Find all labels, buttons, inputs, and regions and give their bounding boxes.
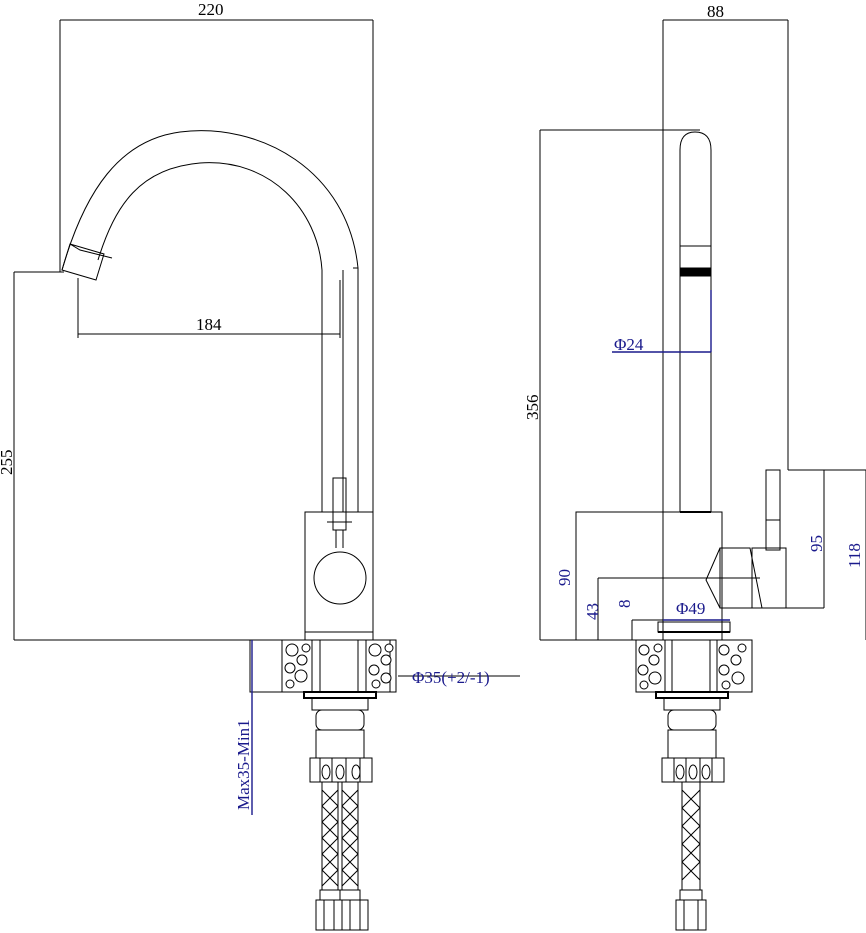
dim-handle-axis: 43 [583,603,602,620]
front-body [304,511,374,641]
front-base-ring [304,631,374,641]
front-cartridge-circle [313,551,367,605]
side-view: 88 356 Φ24 95 118 90 43 8 [523,2,866,931]
height-extension [13,271,305,641]
side-shank [664,639,718,693]
dim-thread: Φ35(+2/-1) [412,668,490,687]
dim-base-dia: Φ49 [676,599,705,618]
dim-lever-height: 95 [807,535,826,552]
side-stone-right [718,643,747,690]
side-hose [675,781,707,931]
front-view: 220 184 255 [0,0,520,931]
dim-spout-height: 255 [0,450,16,476]
front-lever [327,477,352,548]
front-shank-lines [319,640,359,692]
base-ring-dim [631,619,663,640]
dim-spout-reach: 184 [196,315,222,334]
side-shank-lines [671,640,711,692]
side-spout-tube [679,131,712,512]
side-stone-left [637,643,663,690]
side-base-ring [657,621,731,633]
dim-total-height: 356 [523,395,542,421]
handle-dim-lines [782,469,866,640]
front-hoses [315,781,369,931]
depth-extension-lines [662,19,789,640]
dim-spout-dia: Φ24 [614,335,644,354]
dim-depth: 88 [707,2,724,21]
front-stone-right [365,639,397,693]
spout-nozzle [61,243,113,281]
dim-deck: Max35-Min1 [234,719,253,810]
side-handle [705,469,787,609]
dim-body-height: 90 [555,569,574,586]
reach-extension [77,278,341,338]
spout-inner [97,162,323,512]
front-mounting-nut [303,691,377,783]
width-extension-lines [59,19,374,512]
total-height-lines [539,129,730,641]
side-mounting-nut [655,691,729,783]
side-aerator [679,267,712,277]
handle-axis-dim [597,577,760,640]
front-stone-left [281,639,313,693]
dim-width: 220 [198,0,224,19]
dim-base-ring: 8 [615,600,634,609]
dim-handle-height: 118 [845,543,864,568]
spout-outer [61,130,359,283]
